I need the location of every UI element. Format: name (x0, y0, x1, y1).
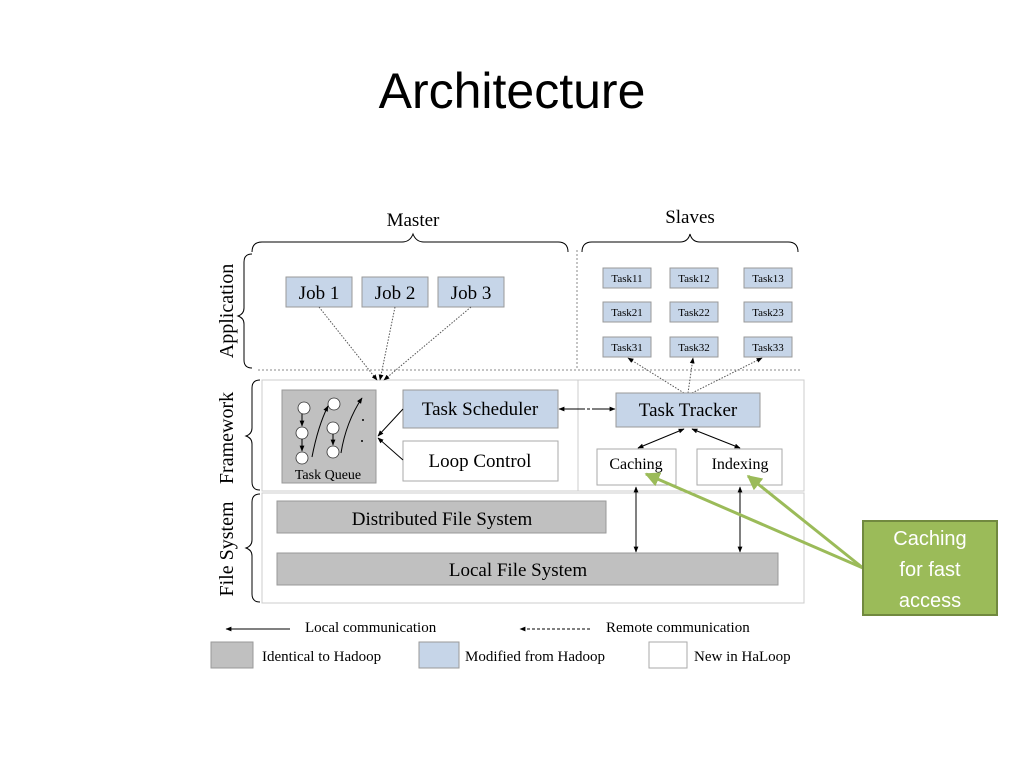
filesystem-frame (261, 492, 805, 604)
job-2-label: Job 2 (375, 283, 416, 304)
caching-box (596, 448, 677, 486)
task-queue-icon (295, 397, 364, 465)
application-brace (236, 253, 253, 369)
task-box (743, 301, 793, 323)
legend-modified-swatch (418, 641, 460, 669)
master-brace (251, 232, 569, 253)
master-label: Master (387, 210, 440, 231)
job-2-box (361, 276, 429, 308)
scheduler-to-queue-arrow (377, 408, 404, 437)
slide-title: Architecture (378, 63, 646, 119)
task-scheduler-label: Task Scheduler (422, 399, 539, 420)
job-1-label: Job 1 (299, 283, 340, 304)
callout-pointer-indexing (746, 474, 864, 570)
task-tracker-label: Task Tracker (639, 400, 738, 421)
legend-identical-label: Identical to Hadoop (262, 649, 381, 665)
task-box (602, 336, 652, 358)
task-queue-label: Task Queue (295, 468, 361, 483)
task-label: Task13 (752, 273, 784, 285)
task-box (602, 267, 652, 289)
task-label: Task32 (678, 342, 710, 354)
task-label: Task11 (611, 273, 642, 285)
callout-line: Caching (893, 528, 967, 550)
framework-frame (261, 379, 805, 492)
callout-pointer-caching (644, 472, 864, 570)
layer-label-framework: Framework (216, 392, 238, 484)
task-box (669, 267, 719, 289)
job-3-box (437, 276, 505, 308)
caching-label: Caching (609, 456, 662, 473)
framework-brace (244, 379, 261, 491)
task-box (669, 301, 719, 323)
callout-line: for fast (899, 559, 961, 581)
loop-control-box (402, 440, 559, 482)
dfs-box (276, 500, 607, 534)
indexing-box (696, 448, 783, 486)
layer-label-file-system: File System (216, 501, 238, 596)
indexing-label: Indexing (712, 456, 769, 473)
caching-tracker-arrow (637, 428, 685, 449)
slaves-brace (581, 233, 799, 253)
legend-remote-label: Remote communication (606, 620, 750, 636)
task-box (602, 301, 652, 323)
callout-line: access (898, 590, 962, 612)
loop-to-queue-arrow (377, 437, 404, 461)
task-box (743, 336, 793, 358)
job-3-label: Job 3 (451, 283, 492, 304)
task-box (743, 267, 793, 289)
caching-callout: Caching for fast access (862, 520, 998, 616)
filesystem-brace (244, 493, 261, 603)
legend-new-swatch (648, 641, 688, 669)
task-arrows (627, 357, 763, 394)
dfs-label: Distributed File System (352, 509, 533, 530)
task-label: Task12 (678, 273, 710, 285)
task-label: Task22 (678, 307, 710, 319)
loop-control-label: Loop Control (429, 451, 532, 472)
job-1-box (285, 276, 353, 308)
task-box (669, 336, 719, 358)
layer-label-application: Application (216, 264, 238, 358)
legend-modified-label: Modified from Hadoop (465, 649, 605, 665)
task-label: Task21 (611, 307, 643, 319)
slaves-label: Slaves (665, 207, 715, 228)
legend-new-label: New in HaLoop (694, 649, 791, 665)
job-arrows (318, 306, 472, 381)
task-label: Task23 (752, 307, 784, 319)
lfs-label: Local File System (449, 560, 587, 581)
legend-identical-swatch (210, 641, 254, 669)
lfs-box (276, 552, 779, 586)
indexing-tracker-arrow (691, 428, 741, 449)
legend-local-label: Local communication (305, 620, 437, 636)
task-tracker-box (615, 392, 761, 428)
task-label: Task31 (611, 342, 643, 354)
task-label: Task33 (752, 342, 784, 354)
task-scheduler-box (402, 389, 559, 429)
